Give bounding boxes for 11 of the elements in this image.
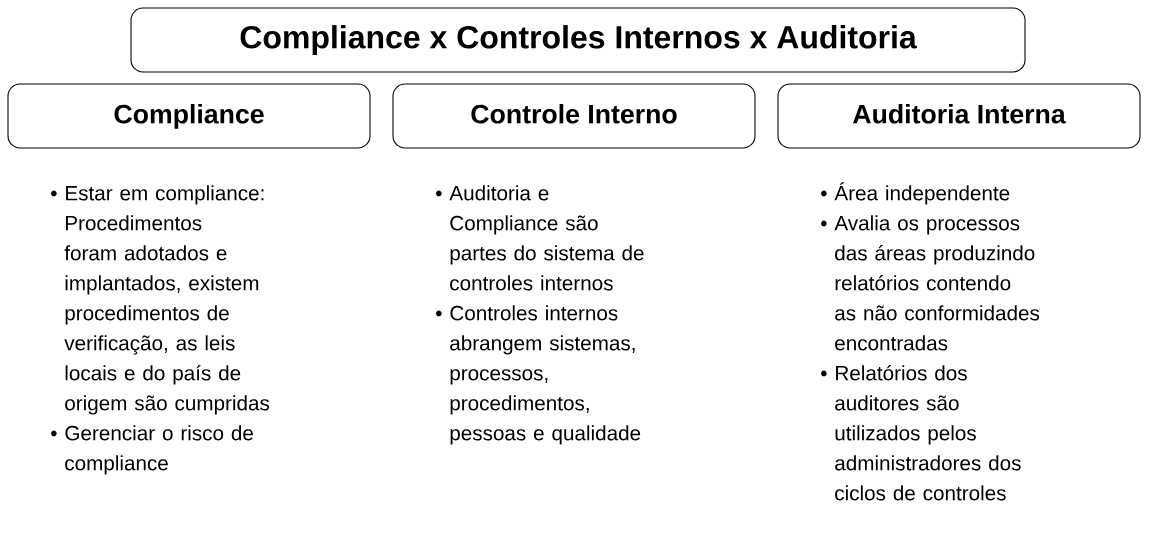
title-box: Compliance x Controles Internos x Auditoria [130,7,1026,73]
bullet-item: • Auditoria e Compliance são partes do sistema de controles internos [436,185,644,291]
bullet-item: • Estar em compliance: Procedimentos foram adotados e implantados, existem procedimentos de verificação, as leis locais e do país de origem são cumpridas [51,185,270,415]
header-box: Auditoria Interna [777,83,1141,149]
bullet-item: • Avalia os processos das áreas produzindo relatórios contendo as não conformidades encontradas [821,215,1040,351]
bullet-item: • Área independente [821,182,1010,205]
bullet-item: • Controles internos abrangem sistemas, processos, procedimentos, pessoas e qualidade [436,305,641,445]
header-box: Compliance [7,83,371,149]
header-box: Controle Interno [392,83,756,149]
bullet-item: • Gerenciar o risco de compliance [51,425,253,475]
bullet-item: • Relatórios dos auditores são utilizados pelos administradores dos ciclos de controles [821,365,1021,501]
